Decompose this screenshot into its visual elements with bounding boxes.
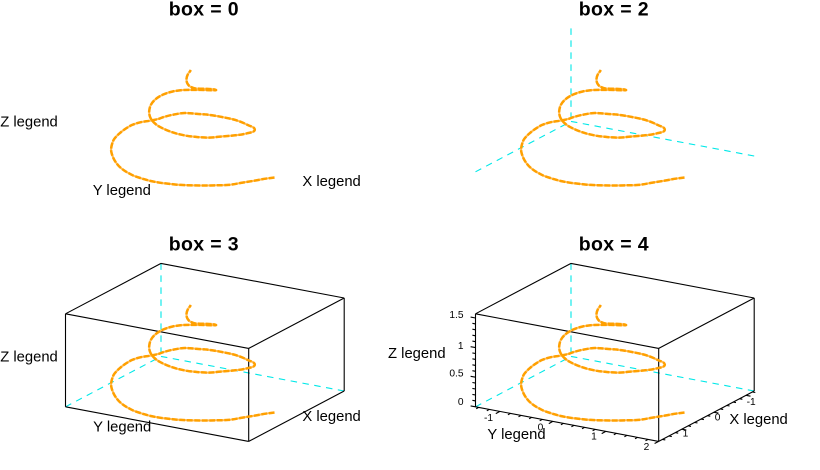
svg-text:0: 0 bbox=[458, 397, 464, 408]
svg-text:X legend: X legend bbox=[302, 174, 360, 190]
svg-text:1: 1 bbox=[683, 429, 689, 440]
svg-text:2: 2 bbox=[644, 442, 650, 453]
svg-text:X legend: X legend bbox=[302, 409, 360, 425]
svg-text:Z legend: Z legend bbox=[0, 349, 58, 365]
svg-text:0: 0 bbox=[538, 422, 544, 433]
svg-text:Z legend: Z legend bbox=[388, 346, 446, 362]
svg-text:box = 4: box = 4 bbox=[579, 234, 649, 256]
svg-text:box = 3: box = 3 bbox=[169, 234, 239, 256]
svg-text:0.5: 0.5 bbox=[449, 368, 463, 379]
svg-text:0: 0 bbox=[715, 413, 721, 424]
svg-text:X legend: X legend bbox=[729, 412, 787, 428]
svg-text:-1: -1 bbox=[747, 397, 756, 408]
svg-text:1: 1 bbox=[458, 341, 464, 352]
svg-text:1.5: 1.5 bbox=[449, 310, 463, 321]
svg-text:-1: -1 bbox=[484, 413, 493, 424]
svg-text:box = 0: box = 0 bbox=[169, 0, 239, 21]
svg-text:Y legend: Y legend bbox=[93, 420, 151, 436]
svg-text:Y legend: Y legend bbox=[93, 183, 151, 199]
svg-text:Z legend: Z legend bbox=[0, 114, 58, 130]
svg-text:box = 2: box = 2 bbox=[579, 0, 649, 21]
svg-text:Y legend: Y legend bbox=[487, 427, 545, 443]
svg-text:1: 1 bbox=[591, 432, 597, 443]
